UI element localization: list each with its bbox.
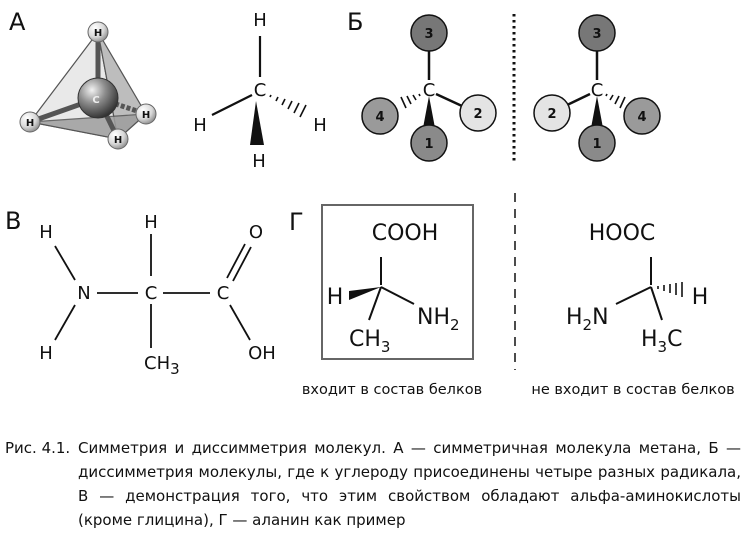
radical-1 [410, 124, 448, 162]
atom-c-alpha: C [145, 283, 158, 304]
bond-c-o-double-2 [232, 246, 252, 282]
h-atom-right-label: H [142, 110, 150, 121]
radical-1-label: 1 [424, 137, 433, 152]
atom-h-bottom: H [252, 151, 266, 172]
bond-c-ch3 [368, 286, 382, 321]
atom-h-top: H [253, 10, 267, 31]
bond-n-h-top [54, 245, 76, 281]
bond-to-2 [564, 92, 591, 108]
group-h3c: H3C [641, 327, 682, 356]
methane-3d-model: H H H C H [19, 21, 157, 150]
group-hooc: HOOC [589, 221, 656, 246]
wedge-bond-down [250, 101, 264, 145]
chiral-center-right: C 3 2 4 1 [533, 14, 661, 162]
wedge-c-h [349, 287, 381, 300]
d-alanine-formula: HOOC H H2N H3C [566, 221, 708, 356]
hash-c-h [657, 282, 683, 297]
atom-n: N [77, 283, 90, 304]
panel-label-v: В [5, 207, 21, 235]
group-h2n: H2N [566, 305, 609, 334]
radical-1 [578, 124, 616, 162]
h-atom-front [107, 128, 129, 150]
radical-2 [459, 94, 497, 132]
atom-h: H [327, 285, 344, 310]
radical-3 [578, 14, 616, 52]
panel-label-a: А [9, 8, 26, 36]
amino-acid-general-formula: H H N H C C O OH CH3 [39, 212, 276, 378]
caption-body: Симметрия и диссимметрия молекул. А — си… [78, 439, 741, 529]
bond-c-nh2 [615, 286, 652, 305]
atom-c-center: C [254, 80, 267, 101]
group-nh2: NH2 [417, 305, 460, 334]
hash-to-4 [400, 93, 421, 109]
bond-c-o-double-1 [226, 243, 246, 279]
atom-o: O [249, 222, 263, 243]
radical-3-label: 3 [592, 27, 601, 42]
radical-3-label: 3 [424, 27, 433, 42]
radical-2-label: 2 [473, 107, 482, 122]
atom-c-carboxyl: C [217, 283, 230, 304]
figure-caption: Рис. 4.1. Симметрия и диссимметрия молек… [5, 436, 741, 532]
radical-4-label: 4 [375, 110, 384, 125]
panel-label-b: Б [347, 8, 363, 36]
bond-n-h-bottom [54, 304, 76, 341]
c-atom [77, 77, 119, 119]
figure-diagram: А H H H C H H C H H [5, 8, 735, 398]
group-ch3: CH3 [144, 353, 180, 378]
h-atom-top [87, 21, 109, 43]
wedge-to-1 [591, 96, 603, 128]
l-alanine-frame [321, 204, 474, 360]
methane-wedge-formula: H C H H H [193, 10, 327, 172]
radical-2-label: 2 [547, 107, 556, 122]
c-atom-label: C [92, 95, 99, 106]
radical-2 [533, 94, 571, 132]
atom-h-alpha: H [144, 212, 158, 233]
bond-to-2 [435, 92, 463, 108]
h-atom-left [19, 111, 41, 133]
radical-1-label: 1 [592, 137, 601, 152]
hash-to-4 [605, 93, 626, 109]
wedge-to-1 [423, 96, 435, 128]
atom-h-left: H [193, 115, 207, 136]
center-c: C [591, 80, 604, 101]
chiral-center-left: C 3 4 2 1 [361, 14, 497, 162]
atom-h-n-bottom: H [39, 343, 53, 364]
bond-left [211, 94, 253, 116]
center-c: C [423, 80, 436, 101]
radical-4-label: 4 [637, 110, 646, 125]
label-not-in-proteins: не входит в состав белков [531, 382, 734, 398]
radical-4 [361, 97, 399, 135]
atom-h-n-top: H [39, 222, 53, 243]
atom-h: H [692, 285, 709, 310]
group-cooh: COOH [372, 221, 439, 246]
atom-h-right: H [313, 115, 327, 136]
bond-c-ch3 [650, 286, 663, 321]
radical-4 [623, 97, 661, 135]
h-atom-front-label: H [114, 135, 122, 146]
group-ch3: CH3 [349, 327, 390, 356]
h-atom-right [135, 103, 157, 125]
panel-label-g: Г [289, 208, 304, 236]
l-alanine-formula: COOH H NH2 CH3 [327, 221, 460, 356]
bond-c-nh2 [380, 286, 415, 305]
radical-3 [410, 14, 448, 52]
caption-prefix: Рис. 4.1. [5, 439, 71, 457]
hash-bond-right [269, 94, 307, 118]
bond-c-oh [229, 304, 251, 341]
h-atom-top-label: H [94, 28, 102, 39]
atom-oh: OH [248, 343, 276, 364]
label-in-proteins: входит в состав белков [302, 382, 482, 398]
h-atom-left-label: H [26, 118, 34, 129]
